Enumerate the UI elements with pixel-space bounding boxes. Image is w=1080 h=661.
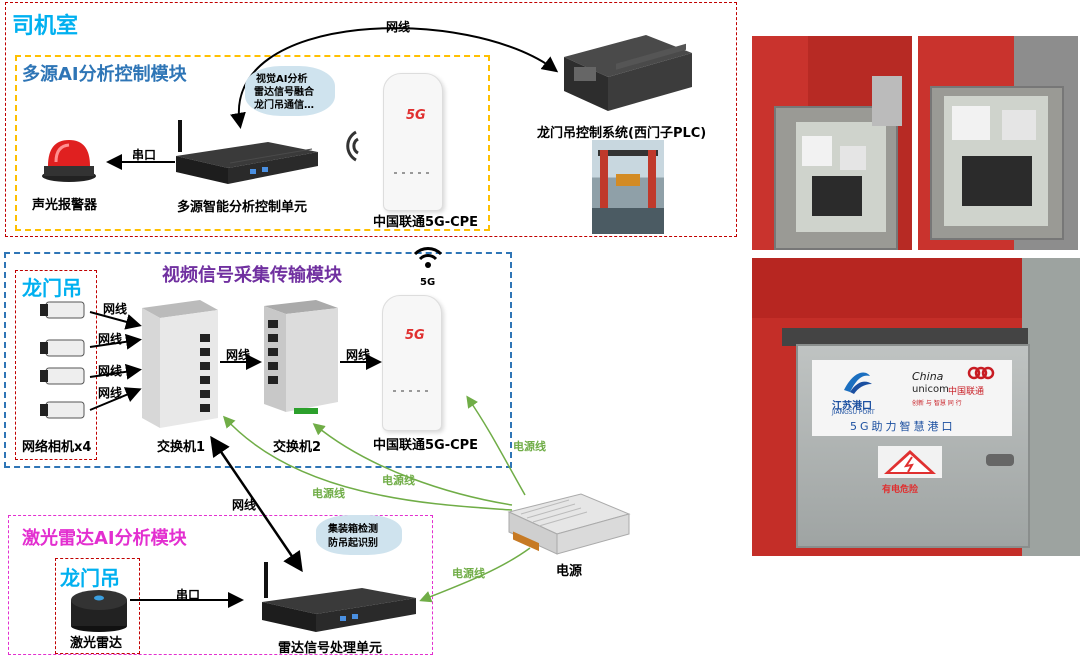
plc-label: 龙门吊控制系统(西门子PLC) bbox=[537, 126, 707, 141]
panel-logo-jiangsu: 江苏港口 bbox=[832, 401, 872, 412]
radar-unit-device bbox=[262, 562, 416, 632]
wifi-icon bbox=[413, 247, 443, 268]
camera-4-icon bbox=[40, 401, 85, 419]
power-line-label-4: 电源线 bbox=[452, 567, 485, 580]
cab-section bbox=[5, 2, 737, 237]
cloud-radar-line1: 集装箱检测 bbox=[328, 524, 378, 535]
crane-photo bbox=[592, 140, 664, 234]
gantry-lidar-box bbox=[55, 558, 140, 654]
plc-device bbox=[564, 35, 692, 111]
danger-label: 有电危险 bbox=[882, 485, 919, 495]
jiangsu-port-logo bbox=[844, 372, 872, 394]
cable-label-top: 网线 bbox=[386, 20, 411, 34]
alarm-label: 声光报警器 bbox=[32, 198, 98, 213]
lidar-label: 激光雷达 bbox=[70, 636, 123, 651]
laser-module-title: 激光雷达AI分析模块 bbox=[22, 528, 187, 549]
switch2-cable-label: 网线 bbox=[346, 348, 371, 362]
cloud-ai-line2: 雷达信号融合 bbox=[254, 87, 314, 98]
radar-unit-label: 雷达信号处理单元 bbox=[278, 641, 383, 656]
ai-unit-label: 多源智能分析控制单元 bbox=[177, 200, 308, 215]
switch1-device bbox=[142, 300, 218, 428]
camera-1-icon bbox=[40, 301, 85, 319]
panel-logo-jiangsu-en: JIANGSU PORT bbox=[832, 409, 875, 416]
ai-unit-device bbox=[176, 120, 318, 184]
gantry-camera-box bbox=[15, 270, 97, 460]
camera-cable-label-4: 网线 bbox=[98, 386, 123, 400]
serial-label-top: 串口 bbox=[132, 148, 157, 162]
cabinet-photo-1 bbox=[752, 36, 912, 250]
cpe-bottom-label: 中国联通5G-CPE bbox=[373, 438, 479, 453]
switch-cable-label: 网线 bbox=[226, 348, 251, 362]
camera-3-icon bbox=[40, 367, 85, 385]
connection-arrows bbox=[89, 27, 559, 608]
panel-logo-unicom-cn: 中国联通 bbox=[948, 387, 985, 397]
cpe-top-device: 5G bbox=[383, 73, 443, 211]
ai-function-cloud bbox=[245, 66, 335, 116]
panel-slogan: 5G助力智慧港口 bbox=[850, 420, 956, 433]
power-line-label-2: 电源线 bbox=[382, 474, 415, 487]
power-supply-device bbox=[507, 493, 631, 555]
camera-cable-label-3: 网线 bbox=[98, 364, 123, 378]
switch2-label: 交换机2 bbox=[273, 440, 322, 455]
gantry-lidar-title: 龙门吊 bbox=[60, 566, 120, 590]
panel-logo-unicom-sub: 创新 与 智慧 同 行 bbox=[912, 400, 962, 407]
network-cameras bbox=[40, 301, 85, 419]
cloud-radar-line2: 防吊起识别 bbox=[328, 538, 378, 549]
wifi-5g-label: 5G bbox=[420, 277, 436, 288]
camera-cable-label-2: 网线 bbox=[98, 332, 123, 346]
radar-function-cloud bbox=[316, 515, 402, 555]
panel-logo-unicom: unicom bbox=[912, 384, 949, 395]
cloud-ai-line1: 视觉AI分析 bbox=[256, 74, 308, 85]
power-supply-label: 电源 bbox=[556, 564, 583, 579]
cab-title: 司机室 bbox=[12, 14, 79, 39]
signal-icon bbox=[346, 130, 359, 162]
ai-module-title: 多源AI分析控制模块 bbox=[22, 64, 187, 85]
panel-logo-china: China bbox=[912, 370, 944, 383]
serial-label-bottom: 串口 bbox=[176, 588, 201, 602]
cpe-bottom-device: 5G bbox=[382, 295, 442, 431]
cameras-label: 网络相机x4 bbox=[22, 440, 92, 455]
high-voltage-icon bbox=[884, 450, 936, 474]
power-line-label-1: 电源线 bbox=[513, 440, 546, 453]
video-module-title: 视频信号采集传输模块 bbox=[162, 265, 342, 286]
radar-cable-label: 网线 bbox=[232, 498, 257, 512]
ai-module-section bbox=[15, 55, 490, 231]
cabinet-photo-2 bbox=[918, 36, 1078, 250]
camera-cable-label-1: 网线 bbox=[103, 302, 128, 316]
cpe-top-brand: 5G bbox=[406, 108, 426, 123]
switch1-label: 交换机1 bbox=[157, 440, 206, 455]
gantry-camera-title: 龙门吊 bbox=[22, 276, 82, 300]
unicom-logo bbox=[967, 366, 995, 380]
lidar-device bbox=[71, 590, 127, 632]
power-line-label-3: 电源线 bbox=[312, 487, 345, 500]
camera-2-icon bbox=[40, 339, 85, 357]
cpe-top-label: 中国联通5G-CPE bbox=[373, 215, 479, 230]
switch2-device bbox=[264, 300, 338, 414]
cloud-ai-line3: 龙门吊通信… bbox=[254, 100, 314, 111]
cpe-bottom-brand: 5G bbox=[405, 328, 425, 343]
cabinet-photo-3: 江苏港口 JIANGSU PORT China unicom 中国联通 创新 与… bbox=[752, 258, 1080, 556]
alarm-light-icon bbox=[42, 140, 96, 182]
